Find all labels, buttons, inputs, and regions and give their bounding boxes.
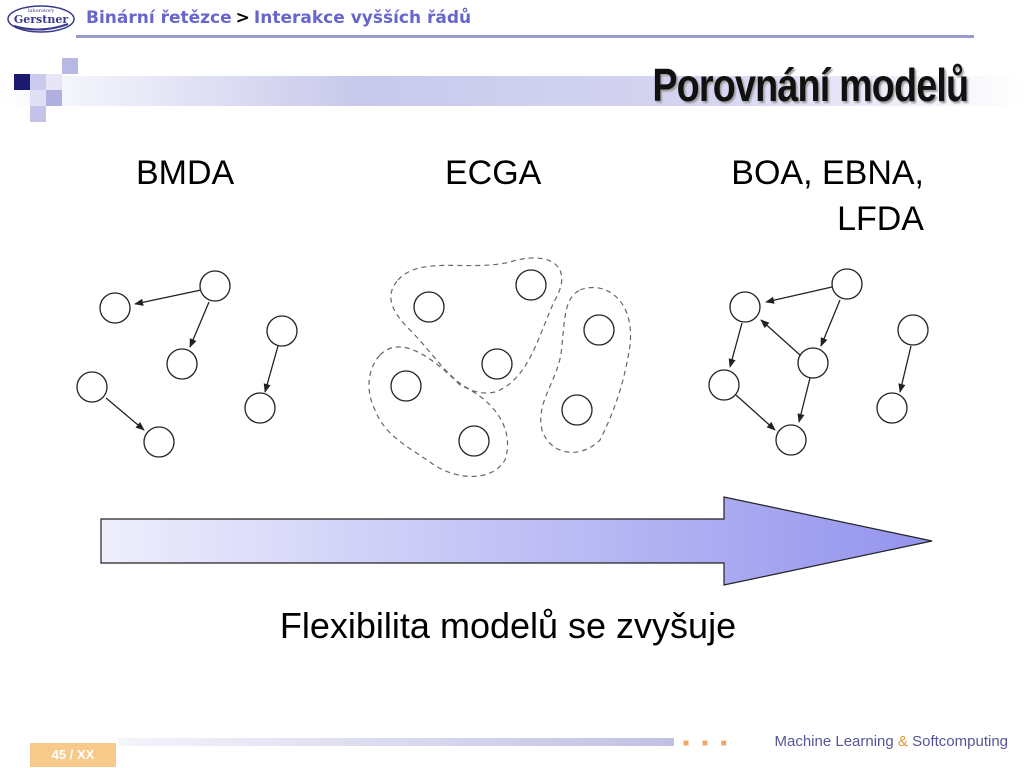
node: [897, 314, 929, 346]
footer-bar: [118, 738, 674, 746]
decor-square: [62, 58, 78, 74]
decor-square: [14, 74, 30, 90]
decor-square: [46, 74, 62, 90]
node: [775, 424, 807, 456]
breadcrumb-item-binary-strings[interactable]: Binární řetězce: [86, 8, 232, 28]
edge: [728, 322, 743, 368]
label-boa-line1: BOA, EBNA,: [731, 154, 924, 192]
header-divider: [76, 35, 974, 38]
node: [413, 291, 445, 323]
edge: [735, 394, 776, 431]
edge: [105, 397, 145, 431]
label-boa-line2: LFDA: [837, 200, 924, 238]
svg-text:laboratory: laboratory: [28, 8, 55, 14]
node: [76, 371, 108, 403]
bmda-graph: [76, 270, 298, 458]
svg-text:Gerstner: Gerstner: [14, 13, 68, 26]
edge: [760, 319, 801, 356]
node: [797, 347, 829, 379]
node: [583, 314, 615, 346]
arrow-shape: [100, 496, 933, 586]
cluster-outline: [390, 257, 563, 394]
node: [199, 270, 231, 302]
edge: [820, 299, 841, 347]
edge: [134, 289, 202, 306]
breadcrumb: Binární řetězce>Interakce vyšších řádů: [86, 8, 471, 28]
ecga-graph: [368, 257, 632, 477]
node: [876, 392, 908, 424]
node: [515, 269, 547, 301]
decor-square: [30, 106, 46, 122]
node: [561, 394, 593, 426]
node: [831, 268, 863, 300]
page-title: Porovnání modelů: [652, 59, 969, 111]
edge: [263, 345, 279, 393]
edge: [189, 301, 210, 348]
page-number: 45 / XX: [30, 743, 116, 767]
node: [99, 292, 131, 324]
node: [244, 392, 276, 424]
edge: [898, 345, 912, 393]
node: [708, 369, 740, 401]
breadcrumb-separator: >: [235, 8, 250, 28]
decor-square: [46, 90, 62, 106]
arrow-caption: Flexibilita modelů se zvyšuje: [279, 605, 737, 646]
node: [729, 291, 761, 323]
edge: [765, 286, 833, 304]
edge: [797, 377, 811, 423]
decor-square: [30, 74, 46, 90]
node: [143, 426, 175, 458]
breadcrumb-item-higher-order[interactable]: Interakce vyšších řádů: [253, 8, 472, 28]
node: [390, 370, 422, 402]
label-ecga: ECGA: [445, 154, 542, 192]
brand-amp: &: [897, 733, 908, 750]
node: [481, 348, 513, 380]
footer-squares: ■ ■ ■: [683, 738, 732, 749]
gerstner-logo: laboratory Gerstner: [7, 5, 75, 33]
node: [166, 348, 198, 380]
node: [458, 425, 490, 457]
decor-square: [30, 90, 46, 106]
cluster-outline: [368, 346, 509, 477]
cluster-outline: [540, 286, 632, 453]
brand-part2: Softcomputing: [912, 733, 1008, 750]
brand-part1: Machine Learning: [774, 733, 894, 750]
boa-graph: [708, 268, 929, 456]
node: [266, 315, 298, 347]
title-band: [0, 76, 1024, 106]
label-bmda: BMDA: [136, 154, 235, 192]
footer-brand: Machine Learning & Softcomputing: [775, 733, 1009, 750]
